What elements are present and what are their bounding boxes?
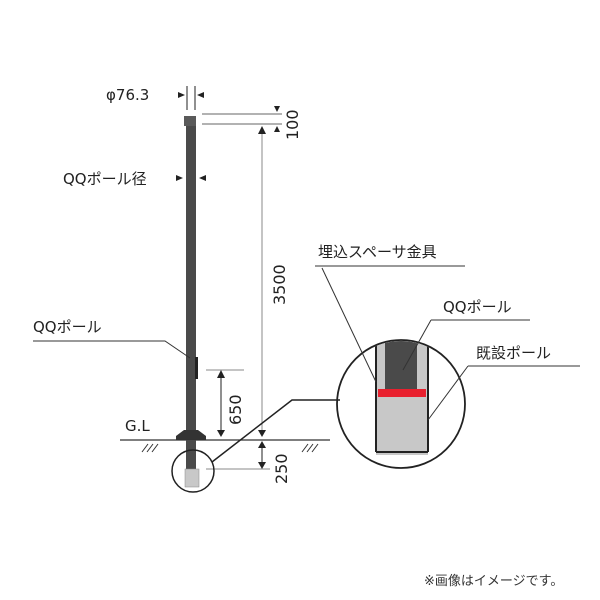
spacer-fitting bbox=[378, 389, 426, 397]
pole-diameter-label: QQポール径 bbox=[63, 170, 147, 188]
pole-label: QQポール bbox=[33, 318, 102, 336]
base-bracket bbox=[176, 430, 206, 440]
detail-circle-large bbox=[336, 339, 466, 469]
main-pole bbox=[186, 126, 196, 436]
dim-embed: 250 bbox=[272, 453, 291, 484]
pole-sleeve-mark bbox=[195, 357, 198, 379]
spacer-label: 埋込スペーサ金具 bbox=[318, 243, 437, 261]
existing-pole-label: 既設ポール bbox=[476, 344, 552, 362]
diameter-label: φ76.3 bbox=[106, 86, 150, 104]
detail-pole-label: QQポール bbox=[443, 298, 512, 316]
ground-level-label: G.L bbox=[125, 417, 150, 435]
pole-cap bbox=[184, 116, 196, 126]
image-note: ※画像はイメージです。 bbox=[424, 574, 564, 589]
dim-sleeve: 650 bbox=[226, 394, 245, 425]
dim-top: 100 bbox=[283, 109, 302, 140]
detail-circle-small bbox=[171, 449, 215, 493]
dim-height: 3500 bbox=[270, 264, 289, 305]
